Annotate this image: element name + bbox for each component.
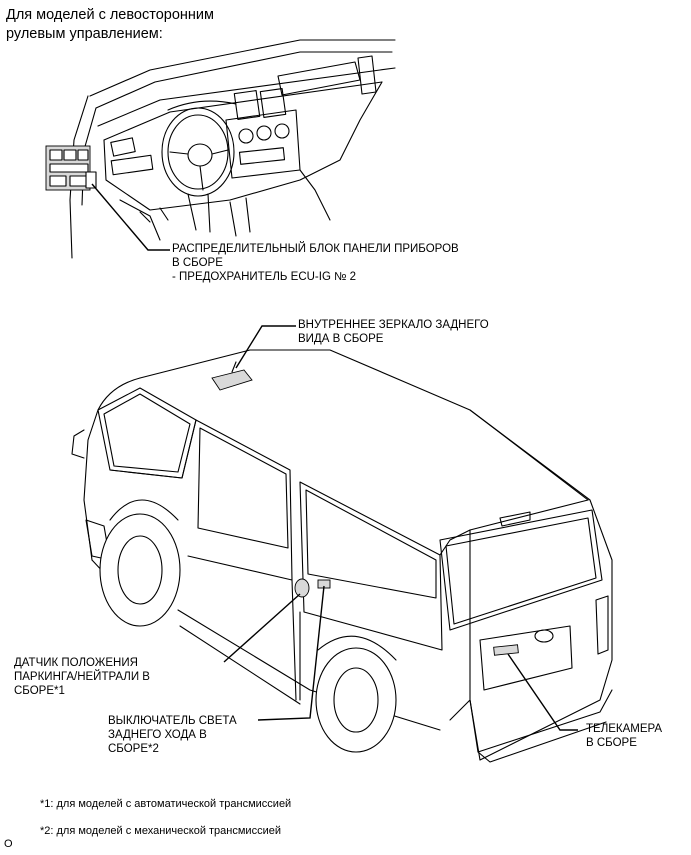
junction-block-part bbox=[45, 145, 97, 191]
header-line-2: рулевым управлением: bbox=[6, 26, 163, 42]
callout-backup-light-line-2: ЗАДНЕГО ХОДА В bbox=[108, 729, 207, 741]
callout-backup-light-switch: ВЫКЛЮЧАТЕЛЬ СВЕТА ЗАДНЕГО ХОДА В СБОРЕ*2 bbox=[108, 714, 237, 756]
callout-park-neutral-sensor: ДАТЧИК ПОЛОЖЕНИЯ ПАРКИНГА/НЕЙТРАЛИ В СБО… bbox=[14, 656, 150, 698]
corner-mark: O bbox=[4, 838, 13, 850]
camera-part bbox=[493, 644, 519, 656]
inner-mirror-part bbox=[211, 361, 253, 391]
callout-camera: ТЕЛЕКАМЕРА В СБОРЕ bbox=[586, 722, 662, 750]
callout-park-neutral-line-2: ПАРКИНГА/НЕЙТРАЛИ В bbox=[14, 671, 150, 683]
callout-junction-block-line-3: - ПРЕДОХРАНИТЕЛЬ ECU-IG № 2 bbox=[172, 271, 357, 283]
callout-camera-line-2: В СБОРЕ bbox=[586, 737, 637, 749]
footnote-2: *2: для моделей с механической трансмисс… bbox=[40, 825, 281, 837]
callout-inner-mirror-line-1: ВНУТРЕННЕЕ ЗЕРКАЛО ЗАДНЕГО bbox=[298, 319, 489, 331]
callout-backup-light-line-3: СБОРЕ*2 bbox=[108, 743, 159, 755]
header-caption: Для моделей с левосторонним рулевым упра… bbox=[6, 6, 214, 44]
callout-junction-block: РАСПРЕДЕЛИТЕЛЬНЫЙ БЛОК ПАНЕЛИ ПРИБОРОВ В… bbox=[172, 242, 459, 284]
header-line-1: Для моделей с левосторонним bbox=[6, 7, 214, 23]
callout-park-neutral-line-1: ДАТЧИК ПОЛОЖЕНИЯ bbox=[14, 657, 138, 669]
callout-inner-mirror: ВНУТРЕННЕЕ ЗЕРКАЛО ЗАДНЕГО ВИДА В СБОРЕ bbox=[298, 318, 489, 346]
callout-camera-line-1: ТЕЛЕКАМЕРА bbox=[586, 723, 663, 735]
callout-junction-block-line-1: РАСПРЕДЕЛИТЕЛЬНЫЙ БЛОК ПАНЕЛИ ПРИБОРОВ bbox=[172, 243, 459, 255]
leader-lines bbox=[223, 325, 578, 731]
van-illustration bbox=[71, 349, 613, 763]
callout-park-neutral-line-3: СБОРЕ*1 bbox=[14, 685, 65, 697]
footnote-1: *1: для моделей с автоматической трансми… bbox=[40, 798, 292, 810]
callout-backup-light-line-1: ВЫКЛЮЧАТЕЛЬ СВЕТА bbox=[108, 715, 237, 727]
dashboard-illustration bbox=[45, 39, 396, 259]
callout-junction-block-line-2: В СБОРЕ bbox=[172, 257, 223, 269]
callout-inner-mirror-line-2: ВИДА В СБОРЕ bbox=[298, 333, 384, 345]
switch-part bbox=[294, 578, 331, 598]
